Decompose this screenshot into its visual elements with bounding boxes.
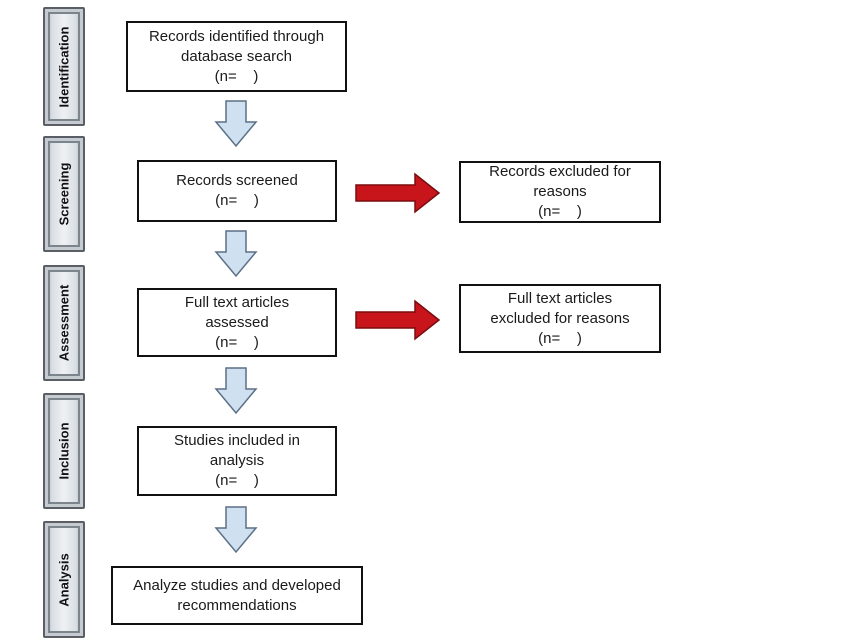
- stage-inclusion: Inclusion: [43, 393, 85, 509]
- fulltext-assessed-box: Full text articles assessed (n= ): [137, 288, 337, 357]
- stage-label-identification: Identification: [56, 26, 72, 107]
- fulltext-assessed-line1: Full text articles: [184, 293, 290, 311]
- fulltext-assessed-line2: assessed: [205, 313, 269, 331]
- studies-included-line1: Studies included in: [174, 432, 300, 449]
- analysis-line1: Analyze studies and developed: [133, 576, 341, 594]
- records-excluded-box: Records excluded for reasons (n= ): [459, 161, 661, 223]
- down-arrow-4: [214, 506, 258, 554]
- fulltext-excluded-box: Full text articles excluded for reasons …: [459, 284, 661, 353]
- fulltext-excluded-line1: Full text articles: [507, 289, 613, 307]
- stage-label-screening: Screening: [56, 162, 72, 226]
- records-excluded-line1: Records excluded for: [489, 163, 631, 180]
- fulltext-excluded-count: (n= ): [538, 329, 582, 347]
- studies-included-count: (n= ): [215, 472, 259, 489]
- records-screened-box: Records screened (n= ): [137, 160, 337, 222]
- stage-label-analysis: Analysis: [56, 552, 72, 607]
- records-excluded-count: (n= ): [538, 203, 582, 220]
- studies-included-box: Studies included in analysis (n= ): [137, 426, 337, 496]
- stage-analysis: Analysis: [43, 521, 85, 638]
- records-identified-line1: Records identified through: [148, 27, 325, 45]
- stage-screening: Screening: [43, 136, 85, 252]
- stage-label-inclusion: Inclusion: [56, 422, 72, 480]
- fulltext-assessed-count: (n= ): [215, 333, 259, 351]
- right-arrow-excluded: [355, 172, 441, 214]
- analysis-box: Analyze studies and developed recommenda…: [111, 566, 363, 625]
- records-screened-line1: Records screened: [176, 172, 298, 189]
- right-arrow-fulltext-excluded: [355, 299, 441, 341]
- stage-label-assessment: Assessment: [56, 284, 72, 362]
- records-identified-count: (n= ): [214, 67, 259, 85]
- down-arrow-1: [214, 100, 258, 148]
- records-excluded-line2: reasons: [533, 183, 587, 200]
- fulltext-excluded-line2: excluded for reasons: [490, 309, 630, 327]
- stage-identification: Identification: [43, 7, 85, 126]
- down-arrow-3: [214, 367, 258, 415]
- records-identified-line2: database search: [181, 47, 292, 65]
- stage-assessment: Assessment: [43, 265, 85, 381]
- down-arrow-2: [214, 230, 258, 278]
- studies-included-line2: analysis: [209, 452, 265, 469]
- analysis-line2: recommendations: [177, 596, 297, 614]
- records-identified-box: Records identified through database sear…: [126, 21, 347, 92]
- records-screened-count: (n= ): [215, 192, 259, 209]
